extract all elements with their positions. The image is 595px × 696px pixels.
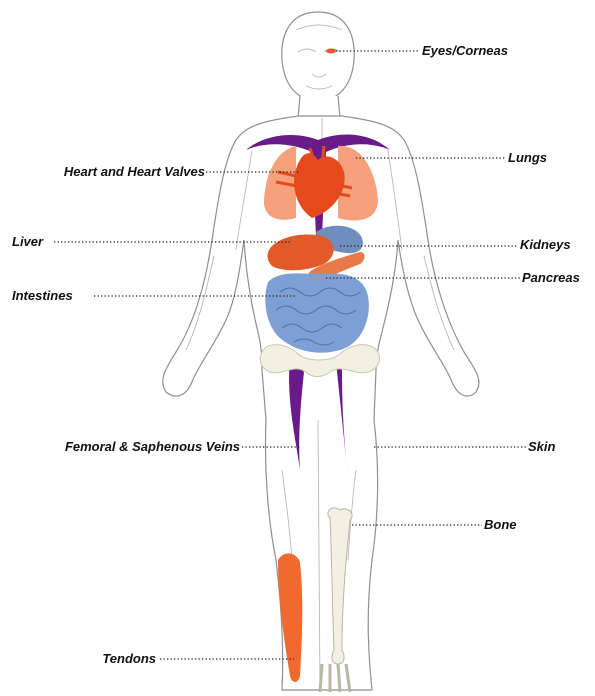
tendon bbox=[278, 553, 302, 682]
label-liver: Liver bbox=[12, 234, 44, 249]
label-bone: Bone bbox=[484, 517, 517, 532]
label-eyes-corneas: Eyes/Corneas bbox=[422, 43, 508, 58]
label-skin: Skin bbox=[528, 439, 556, 454]
label-lungs: Lungs bbox=[508, 150, 547, 165]
label-pancreas: Pancreas bbox=[522, 270, 580, 285]
label-femoral-saphenous-veins: Femoral & Saphenous Veins bbox=[65, 439, 240, 454]
label-heart-valves: Heart and Heart Valves bbox=[64, 164, 205, 179]
label-kidneys: Kidneys bbox=[520, 237, 571, 252]
label-intestines: Intestines bbox=[12, 288, 73, 303]
eye-icon bbox=[326, 49, 336, 54]
label-tendons: Tendons bbox=[102, 651, 156, 666]
